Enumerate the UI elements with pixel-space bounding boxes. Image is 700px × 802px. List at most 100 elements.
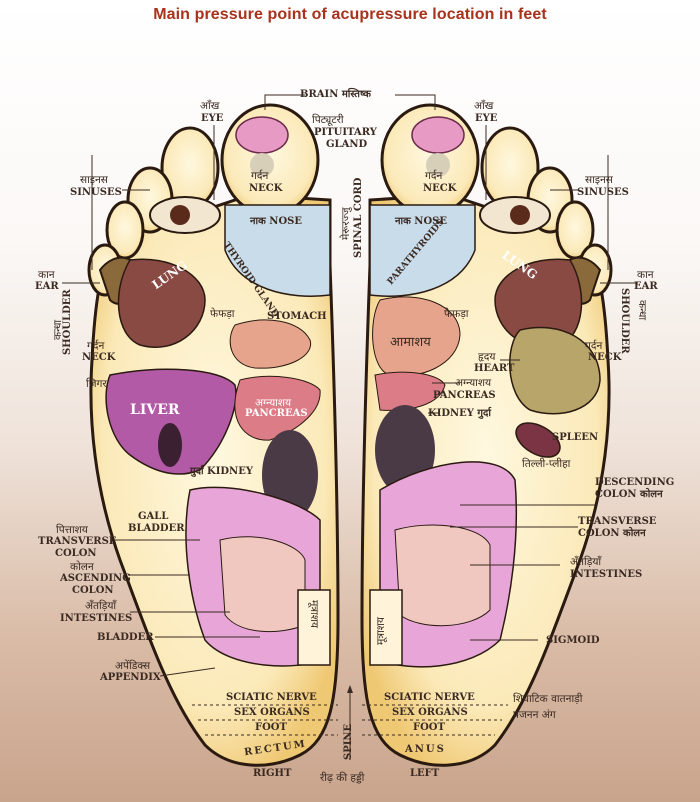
label-eye-en-left: EYE	[475, 113, 498, 124]
left-stomach-zone	[372, 296, 461, 377]
label-neck-hi-left: गर्दन	[425, 170, 443, 182]
label-kidney-left-foot: KIDNEY गुर्दा	[428, 408, 491, 419]
label-spinal-cord-en: SPINAL CORD	[353, 177, 364, 258]
label-foot-right: FOOT	[255, 722, 287, 733]
label-sinuses-hi-right: साइनस	[80, 174, 108, 186]
label-gall-1: GALL	[138, 511, 169, 522]
label-gland: GLAND	[326, 139, 368, 150]
right-bladder-zone	[297, 589, 331, 666]
label-anus: ANUS	[405, 744, 446, 755]
label-ear-hi-left: कान	[637, 269, 654, 281]
label-descending-1: DESCENDING	[595, 477, 675, 488]
label-shoulder-en-right: SHOULDER	[62, 289, 73, 355]
label-intestines-en-right: INTESTINES	[60, 613, 133, 624]
label-ear-en-right: EAR	[35, 281, 59, 292]
label-ear-en-left: EAR	[634, 281, 658, 292]
label-neck-en-right: NECK	[249, 183, 283, 194]
label-liver-en: LIVER	[130, 402, 180, 418]
label-appendix-en: APPENDIX	[100, 672, 161, 683]
label-nose-left: नाक NOSE	[395, 216, 447, 227]
label-liver-hi: जिगर	[86, 378, 107, 390]
label-pancreas-en-right: PANCREAS	[245, 408, 308, 419]
label-shoulder-hi-left: कन्धा	[636, 300, 648, 321]
label-spine: SPINE	[343, 723, 354, 760]
label-neck-en-left-side: NECK	[588, 352, 622, 363]
right-gall-bladder-zone	[158, 423, 182, 467]
label-bladder-hi-left: मूत्राशय	[375, 616, 387, 645]
label-intestines-hi-right: अँतड़ियाँ	[85, 600, 117, 612]
right-pancreas-zone	[234, 375, 321, 441]
label-ascending-2: COLON	[72, 585, 114, 596]
label-heart-hi: हृदय	[478, 351, 496, 363]
label-pancreas-hi-left: अग्न्याशय	[455, 377, 492, 389]
label-neck-en-right-side: NECK	[82, 352, 116, 363]
label-transverse-2-right: COLON	[55, 548, 97, 559]
label-sciatic-hi: शियाटिक वातनाड़ी	[513, 693, 583, 705]
label-intestines-hi-left: अँतड़ियाँ	[570, 556, 602, 568]
label-bladder-hi-right: मूत्राशय	[308, 600, 320, 629]
left-intestine-zone	[394, 524, 491, 627]
label-bladder: BLADDER	[97, 632, 154, 643]
left-pituitary-zone	[426, 153, 450, 177]
label-sinuses-hi-left: साइनस	[585, 174, 613, 186]
label-pancreas-en-left: PANCREAS	[433, 390, 496, 401]
right-pituitary-zone	[250, 153, 274, 177]
label-eye-en-right: EYE	[201, 113, 224, 124]
label-transverse-2-left: COLON कोलन	[578, 528, 646, 539]
label-lung-hi-left: फेफड़ा	[444, 308, 469, 320]
label-heart-en: HEART	[474, 363, 515, 374]
label-neck-hi-left-side: गर्दन	[585, 340, 603, 352]
label-eye-hi-left: आँख	[474, 100, 494, 112]
left-foot	[360, 103, 613, 767]
right-stomach-zone	[229, 319, 312, 369]
label-gall-2: BLADDER	[128, 523, 185, 534]
right-foot	[87, 103, 340, 767]
label-neck-hi-right: गर्दन	[251, 170, 269, 182]
label-ear-hi-right: कान	[38, 269, 55, 281]
label-ascending-hi: कोलन	[70, 561, 94, 573]
label-shoulder-en-left: SHOULDER	[619, 288, 630, 354]
label-spleen-hi: तिल्ली-प्लीहा	[522, 458, 571, 470]
label-brain: BRAIN मस्तिष्क	[300, 89, 371, 100]
label-transverse-1-right: TRANSVERSE	[38, 536, 117, 547]
label-sinuses-en-left: SINUSES	[577, 187, 629, 198]
diagram-title: Main pressure point of acupressure locat…	[153, 6, 547, 23]
right-thyroid-zone	[224, 204, 331, 297]
label-pituitary-en: PITUITARY	[314, 127, 377, 138]
label-descending-2: COLON कोलन	[595, 489, 663, 500]
right-intestine-zone	[219, 536, 306, 633]
right-brain-zone	[235, 116, 289, 154]
label-sciatic-left: SCIATIC NERVE	[384, 692, 475, 703]
label-appendix-hi: अपेंडिक्स	[115, 660, 151, 672]
label-sex-organs-hi: प्रजनन अंग	[513, 709, 556, 721]
right-liver-zone	[105, 368, 237, 475]
label-left: LEFT	[410, 768, 440, 779]
label-spleen-en: SPLEEN	[552, 432, 599, 443]
label-right: RIGHT	[253, 768, 292, 779]
label-pancreas-hi-right: अग्न्याशय	[255, 397, 292, 409]
label-ascending-1: ASCENDING	[60, 573, 131, 584]
left-brain-zone	[411, 116, 465, 154]
label-kidney-right-foot: गुर्दा KIDNEY	[190, 466, 253, 477]
label-sciatic-right: SCIATIC NERVE	[226, 692, 317, 703]
label-sex-organs-left: SEX ORGANS	[392, 707, 468, 718]
leader-lines	[62, 94, 638, 677]
right-lung-zone	[117, 258, 206, 348]
label-pituitary-hi: पिट्यूटरी	[312, 114, 344, 126]
label-transverse-1-left: TRANSVERSE	[578, 516, 657, 527]
label-spine-hi: रीढ़ की हड्डी	[320, 772, 365, 784]
left-bladder-zone	[369, 589, 403, 666]
label-sigmoid: SIGMOID	[546, 635, 600, 646]
label-spinal-cord-hi: मेरूरज्जु	[340, 207, 352, 240]
label-neck-en-left: NECK	[423, 183, 457, 194]
label-eye-hi-right: आँख	[200, 100, 220, 112]
label-sex-organs-right: SEX ORGANS	[234, 707, 310, 718]
label-stomach-hi: आमाशय	[390, 335, 431, 350]
label-transverse-hi-right: पित्ताशय	[56, 524, 88, 536]
label-neck-hi-right-side: गर्दन	[87, 340, 105, 352]
label-intestines-en-left: INTESTINES	[570, 569, 643, 580]
label-sinuses-en-right: SINUSES	[70, 187, 122, 198]
label-nose-right: नाक NOSE	[250, 216, 302, 227]
left-heart-zone	[509, 326, 601, 415]
